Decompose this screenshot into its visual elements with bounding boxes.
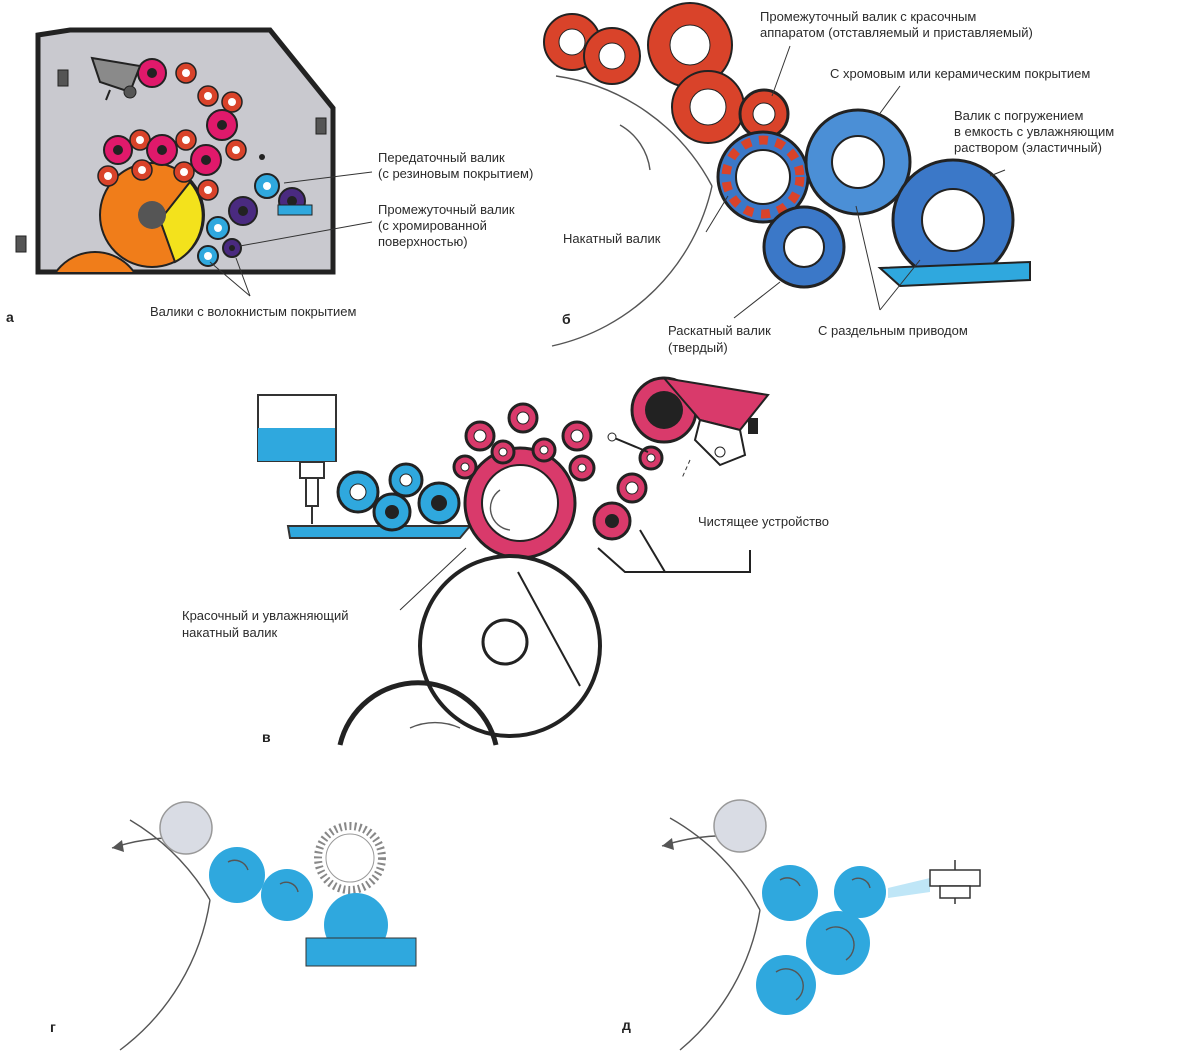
label-distributor-roller: Раскатный валик (твердый) [668,323,774,355]
water-tray-g [305,937,417,967]
brush-roller-g [314,822,386,894]
grey-roller-g [159,801,213,855]
water-tray-b [877,260,1031,288]
panel-tag-v: в [262,729,271,745]
water-tray-a [277,204,313,216]
panel-tag-a: а [6,309,14,325]
spray-nozzle-d [929,860,981,904]
label-form-roller: Накатный валик [563,231,661,246]
water-tray-v [286,525,473,539]
label-chrome-ceramic: С хромовым или керамическим покрытием [830,66,1090,81]
label-intermediate-chrome-roller: Промежуточный валик (с хромированной пов… [378,202,518,249]
panel-tag-g: г [50,1019,56,1035]
panel-v: Чистящее устройство Красочный и увлажняю… [182,376,829,746]
label-separate-drive: С раздельным приводом [818,323,968,338]
plate-cylinder-arc-g [129,819,211,901]
plate-cylinder-arc-d [669,817,761,911]
panel-d: д [622,799,981,1051]
plate-cylinder-arc-b [555,75,713,187]
grey-roller-d [713,799,767,853]
panel-g: г [50,801,417,1051]
panel-b: Промежуточный валик с красочным аппарато… [543,2,1118,355]
label-fibrous-rollers: Валики с волокнистым покрытием [150,304,357,319]
label-transfer-roller: Передаточный валик (с резиновым покрытие… [378,150,533,181]
spray-jet-d [888,878,930,898]
ink-rollers [97,58,247,201]
dampening-rollers-a [197,154,313,267]
label-ink-damp-roller: Красочный и увлажняющий накатный валик [182,608,352,640]
plate-segment [158,180,204,264]
blanket-cylinder [46,251,144,272]
label-immersion-roller: Валик с погружением в емкость с увлажняю… [954,108,1118,155]
label-cleaning-device: Чистящее устройство [698,514,829,529]
label-intermediate-ink-roller: Промежуточный валик с красочным аппарато… [760,9,1033,40]
panel-a: Передаточный валик (с резиновым покрытие… [6,27,533,325]
panel-tag-b: б [562,311,571,327]
panel-tag-d: д [622,1017,631,1033]
